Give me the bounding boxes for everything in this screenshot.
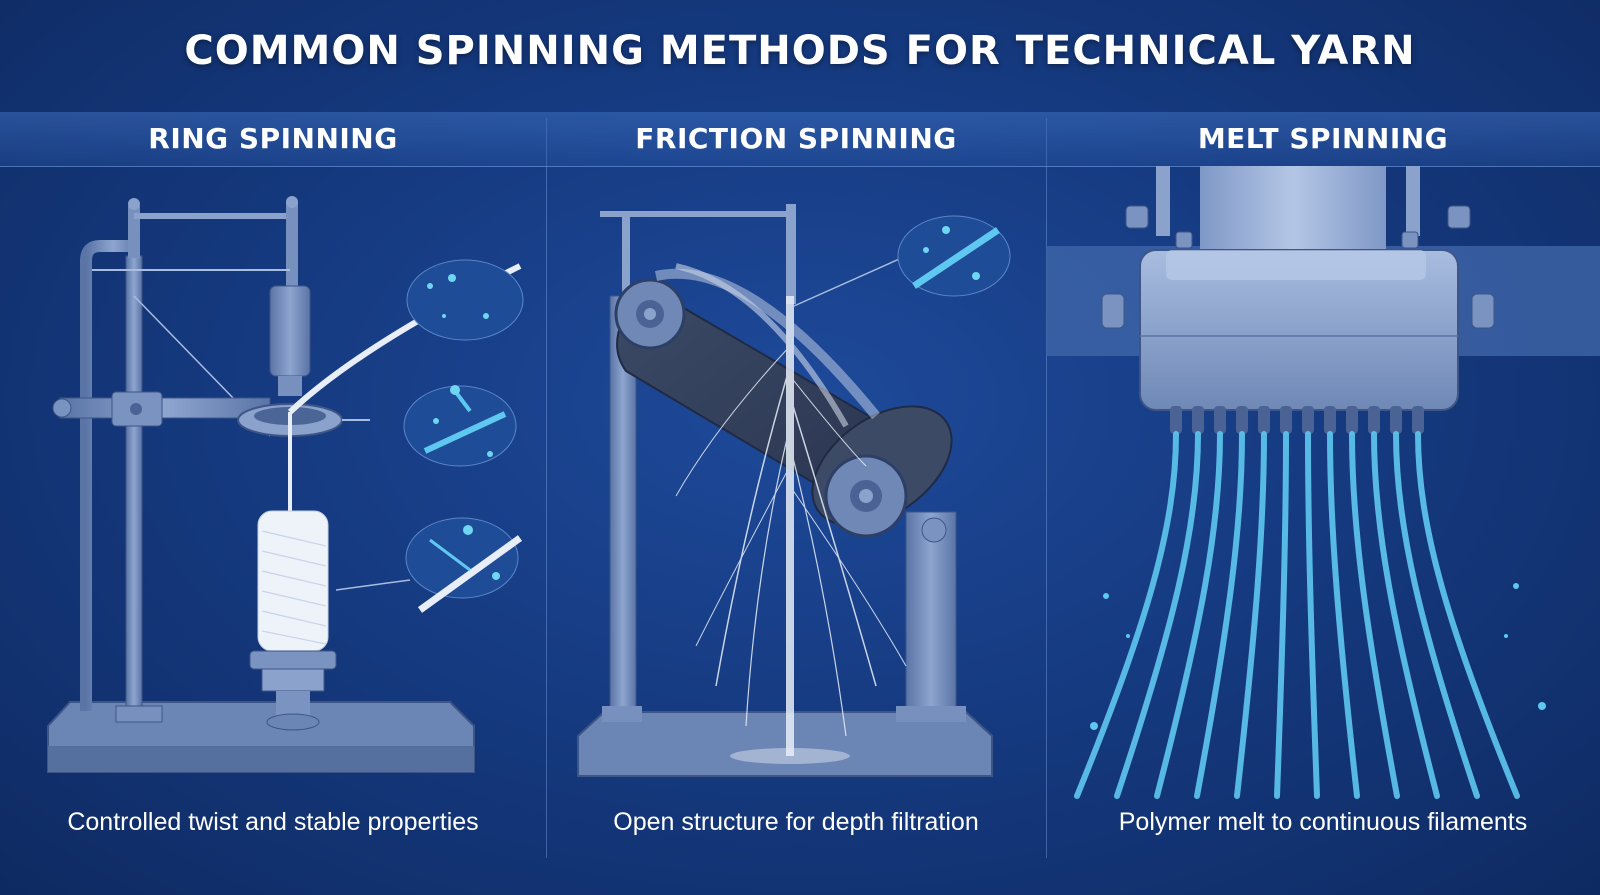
panel-header: FRICTION SPINNING [546,112,1046,167]
polymer-filament [1305,431,1320,799]
panel-melt-spinning: MELT SPINNING [1046,112,1600,895]
panel-divider [546,118,547,858]
polymer-filament [1234,431,1267,799]
polymer-filament [1154,431,1223,799]
spinneret-nozzle [1258,406,1270,434]
spinneret-nozzle [1412,406,1424,434]
panel-heading: MELT SPINNING [1197,122,1449,155]
polymer-filament [1415,431,1520,799]
spinneret-nozzle [1368,406,1380,434]
friction-spinning-illustration [546,166,1046,816]
panel-header: RING SPINNING [0,112,546,167]
spinneret-nozzle [1236,406,1248,434]
spinneret-nozzle [1324,406,1336,434]
fiber-detail-bubble [897,215,1011,297]
fiber-detail-bubble [405,517,523,613]
ring-spinning-illustration [0,166,546,816]
fiber-detail-bubble [406,259,524,341]
panel-friction-spinning: FRICTION SPINNING [546,112,1046,895]
polymer-filament [1349,431,1400,799]
melt-spinning-illustration [1046,166,1600,816]
spinneret-nozzle [1302,406,1314,434]
page-title: COMMON SPINNING METHODS FOR TECHNICAL YA… [184,28,1416,74]
frame-pipe [80,240,140,711]
panel-heading: FRICTION SPINNING [635,122,957,155]
polymer-filament [1274,431,1289,799]
fiber-cloud [654,263,907,756]
polymer-filament [1114,431,1201,799]
polymer-filament [1371,431,1440,799]
panel-ring-spinning: RING SPINNING [0,112,546,895]
panel-header: MELT SPINNING [1046,112,1600,167]
panel-divider [1046,118,1047,858]
panel-heading: RING SPINNING [148,122,398,155]
spinneret-nozzle [1346,406,1358,434]
polymer-filament [1327,431,1360,799]
extruder-column [1200,166,1386,256]
spinneret-nozzle [1214,406,1226,434]
spinneret-nozzle [1192,406,1204,434]
polymer-filament [1074,431,1179,799]
panel-caption: Polymer melt to continuous filaments [1118,808,1528,836]
panel-caption: Open structure for depth filtration [613,808,979,836]
spinneret-nozzle [1280,406,1292,434]
spinneret-nozzle [1390,406,1402,434]
fiber-detail-bubble [403,385,517,467]
panel-caption: Controlled twist and stable properties [67,808,479,836]
polymer-filament [1194,431,1245,799]
polymer-filament [1393,431,1480,799]
filament-group [1074,406,1520,799]
spinneret-nozzle [1170,406,1182,434]
